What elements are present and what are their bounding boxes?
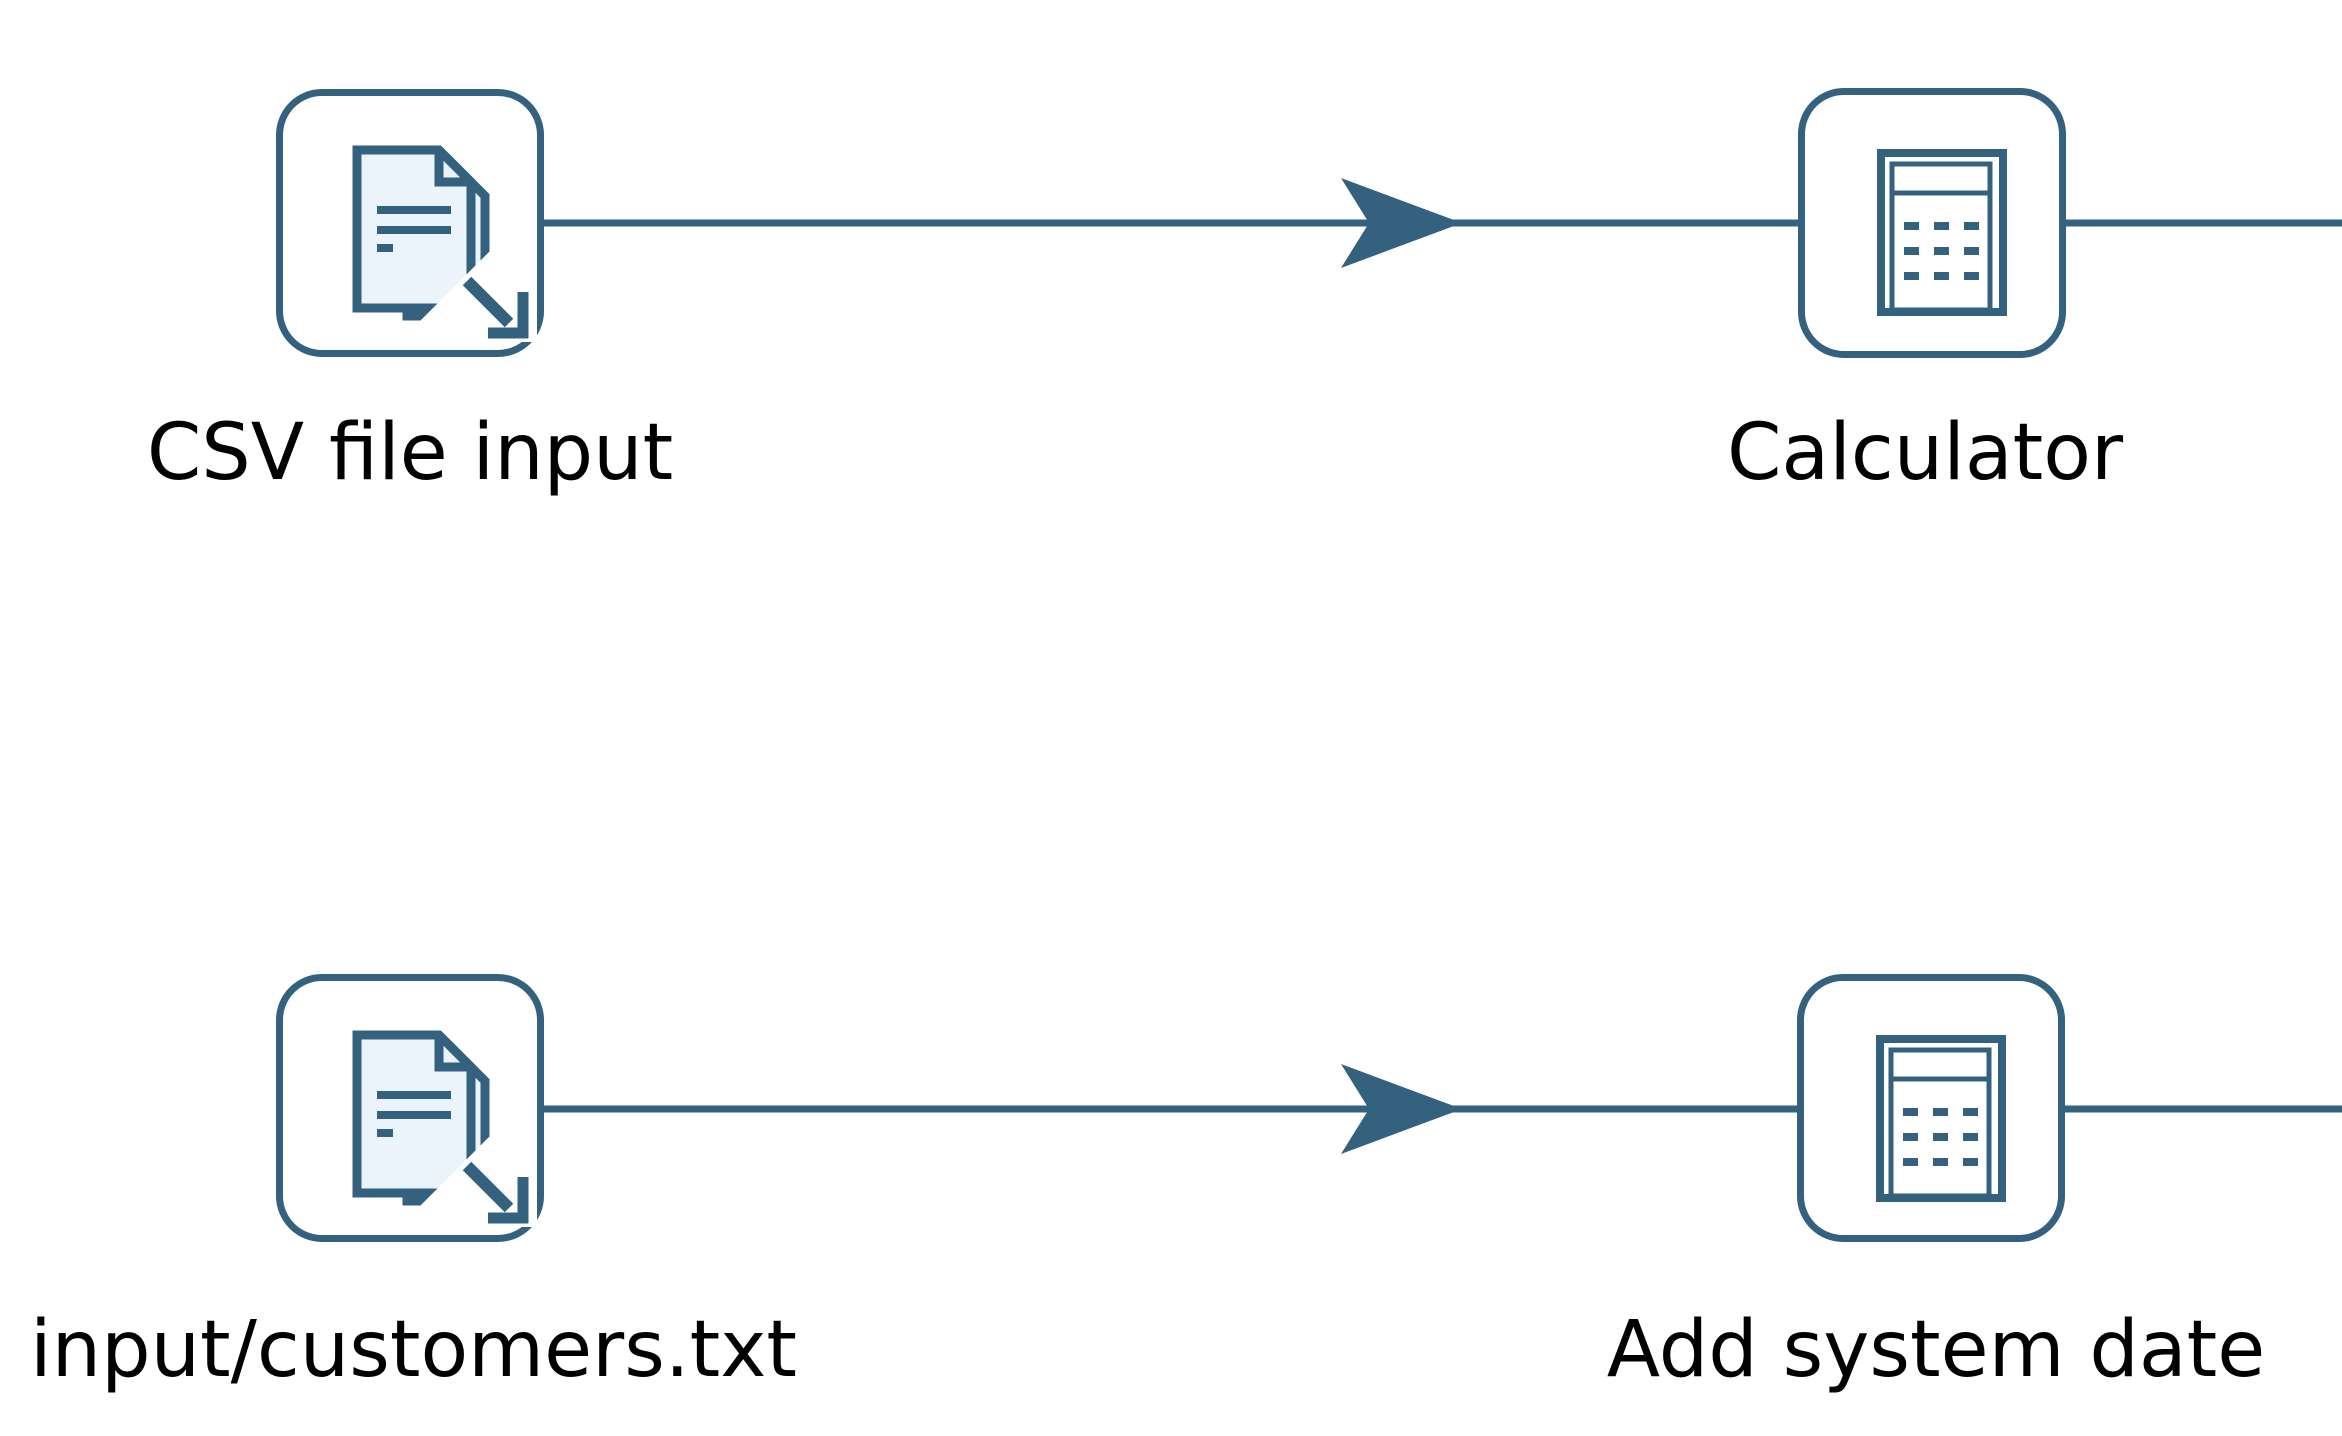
hop-arrowhead-icon[interactable] xyxy=(1341,178,1462,268)
calculator-icon xyxy=(1876,1035,2006,1202)
step-node-add-system-date[interactable] xyxy=(1797,974,2065,1242)
calculator-icon xyxy=(1877,149,2007,316)
file-export-icon xyxy=(352,1030,537,1227)
step-label-add-system-date: Add system date xyxy=(1606,1305,2266,1395)
step-label-input-customers: input/customers.txt xyxy=(30,1305,797,1395)
file-export-icon xyxy=(352,145,537,342)
step-node-calculator[interactable] xyxy=(1798,88,2066,358)
step-label-csv-file-input: CSV file input xyxy=(146,408,674,498)
step-node-input-customers[interactable] xyxy=(276,974,544,1242)
step-node-csv-file-input[interactable] xyxy=(276,89,544,357)
step-label-calculator: Calculator xyxy=(1726,408,2124,498)
hop-arrowhead-icon[interactable] xyxy=(1341,1064,1462,1154)
